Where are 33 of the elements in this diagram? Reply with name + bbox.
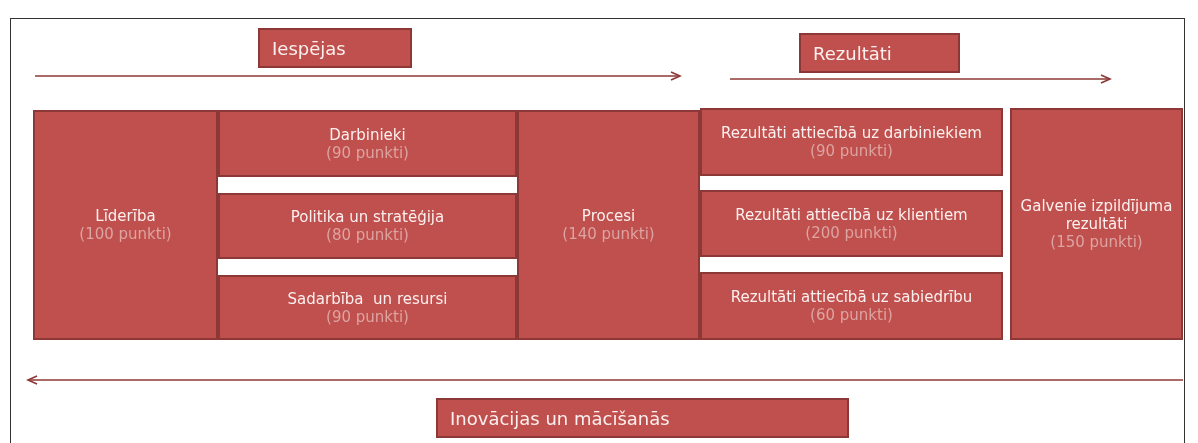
heading-box bbox=[258, 28, 412, 68]
criterion-name: Rezultāti attiecībā uz sabiedrību bbox=[730, 288, 973, 306]
points-text: (200 punkti) bbox=[805, 223, 898, 242]
criterion-name: Darbinieki bbox=[329, 125, 406, 144]
criterion-name: Līderība bbox=[95, 207, 156, 225]
criterion-box bbox=[700, 108, 1003, 176]
points-text: (80 punkti) bbox=[326, 226, 409, 244]
criterion-name: Rezultāti attiecībā uz darbiniekiem bbox=[721, 124, 982, 142]
points-text: (140 punkti) bbox=[562, 225, 655, 243]
points-text: (90 punkti) bbox=[326, 307, 409, 326]
criterion-box bbox=[700, 272, 1003, 340]
criterion-name: Rezultāti attiecībā uz klientiem bbox=[735, 205, 968, 224]
heading-text: Rezultāti bbox=[813, 42, 892, 64]
points-text: (90 punkti) bbox=[810, 142, 893, 160]
points-text: (100 punkti) bbox=[79, 225, 172, 243]
criterion-name: Galvenie izpildījuma rezultāti bbox=[1019, 197, 1174, 233]
points-text: (90 punkti) bbox=[326, 143, 409, 162]
heading-box bbox=[799, 33, 960, 73]
criterion-box bbox=[218, 110, 517, 177]
criterion-box bbox=[218, 193, 517, 259]
points-text: (60 punkti) bbox=[810, 306, 893, 324]
criterion-name: Politika un stratēģija bbox=[290, 208, 445, 226]
criterion-box bbox=[517, 110, 700, 340]
criterion-name: Sadarbība un resursi bbox=[287, 289, 448, 308]
criterion-box bbox=[218, 275, 517, 340]
points-text: (150 punkti) bbox=[1050, 233, 1143, 251]
criterion-box bbox=[1010, 108, 1183, 340]
heading-box bbox=[436, 398, 849, 438]
criterion-name: Procesi bbox=[581, 207, 636, 225]
heading-text: Inovācijas un mācīšanās bbox=[450, 407, 670, 429]
criterion-box bbox=[700, 190, 1003, 257]
heading-text: Iespējas bbox=[272, 37, 346, 59]
criterion-box bbox=[33, 110, 218, 340]
